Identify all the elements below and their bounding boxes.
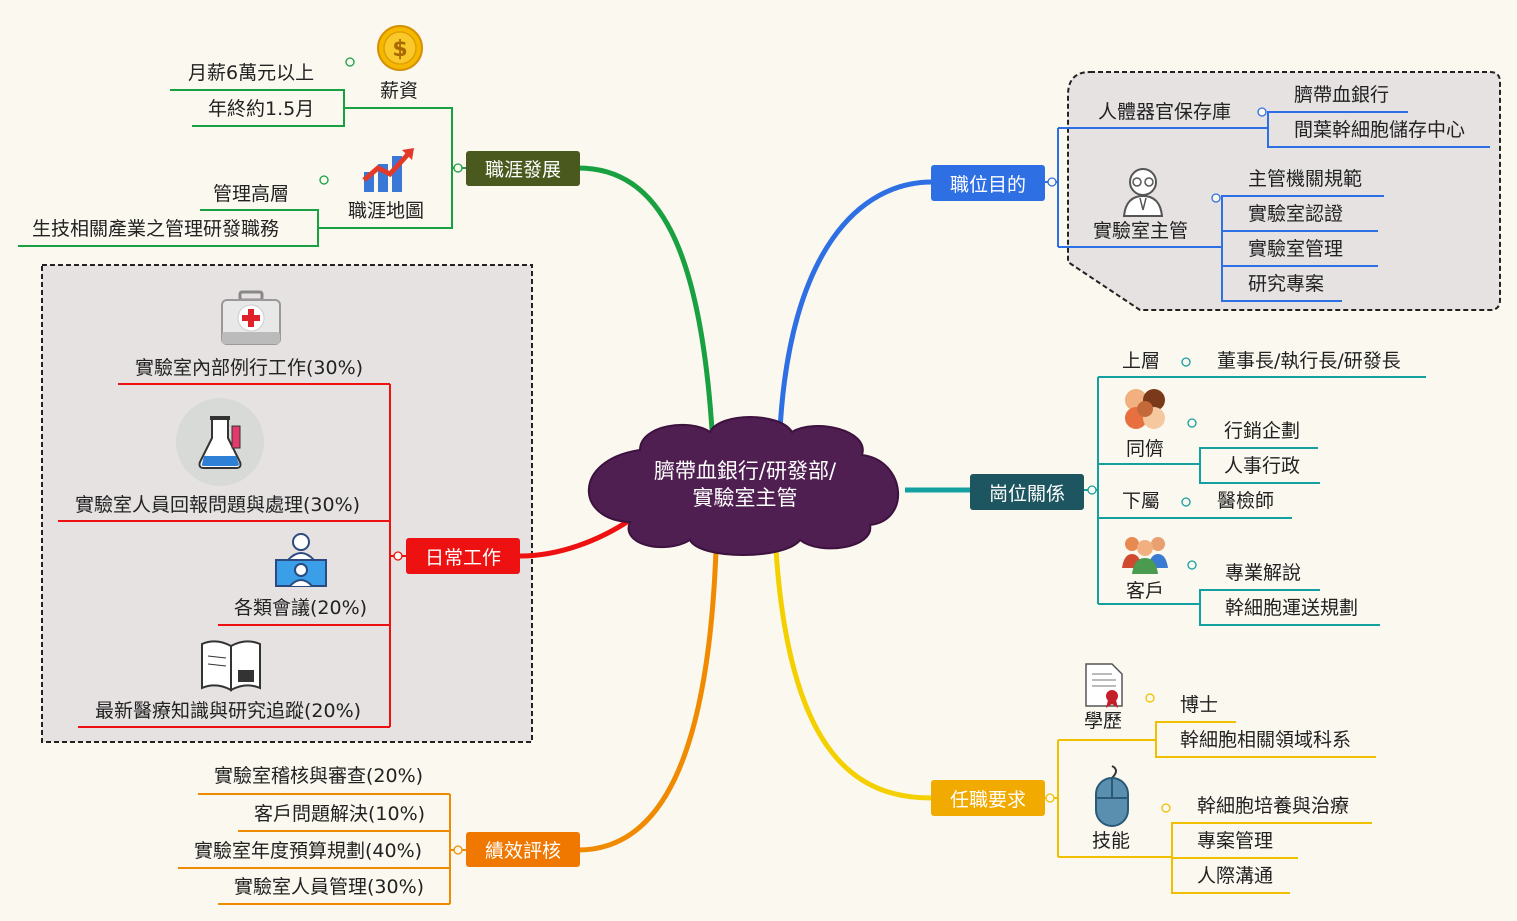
- requirements-skills-item-1[interactable]: 幹細胞培養與治療: [1197, 795, 1350, 817]
- career-salary-item-1[interactable]: 月薪6萬元以上: [188, 62, 315, 84]
- review-item-2[interactable]: 客戶問題解決(10%): [254, 803, 426, 825]
- purpose-manager-item-2[interactable]: 實驗室認證: [1248, 203, 1344, 225]
- gold-coin-icon: $: [376, 24, 424, 76]
- center-topic[interactable]: 臍帶血銀行/研發部/ 實驗室主管: [610, 458, 880, 512]
- relations-peer-item-2[interactable]: 人事行政: [1224, 455, 1301, 477]
- clients-group-icon: [1120, 528, 1170, 580]
- purpose-manager-item-1[interactable]: 主管機關規範: [1248, 168, 1363, 190]
- branch-purpose: [777, 179, 933, 431]
- team-hands-icon: [1120, 386, 1170, 436]
- requirements-education-item-1[interactable]: 博士: [1180, 694, 1219, 716]
- center-line-2: 實驗室主管: [692, 486, 798, 510]
- purpose-organ-item-2[interactable]: 間葉幹細胞儲存中心: [1294, 119, 1466, 141]
- requirements-skills-item-3[interactable]: 人際溝通: [1197, 865, 1274, 887]
- review-item-1[interactable]: 實驗室稽核與審查(20%): [214, 765, 424, 787]
- career-map-item-2[interactable]: 生技相關產業之管理研發職務: [32, 218, 280, 240]
- open-book-icon: [198, 636, 264, 698]
- certificate-icon: [1084, 662, 1124, 712]
- first-aid-kit-icon: [220, 290, 282, 350]
- review-item-3[interactable]: 實驗室年度預算規劃(40%): [194, 840, 423, 862]
- relations-upper-item-1[interactable]: 董事長/執行長/研發長: [1217, 350, 1401, 372]
- requirements-skills-label[interactable]: 技能: [1092, 830, 1131, 852]
- center-line-1: 臍帶血銀行/研發部/: [653, 459, 837, 483]
- relations-peer-label[interactable]: 同儕: [1126, 438, 1165, 460]
- topic-requirements[interactable]: 任職要求: [931, 780, 1045, 816]
- topic-daily[interactable]: 日常工作: [406, 538, 520, 574]
- career-map-label[interactable]: 職涯地圖: [348, 200, 425, 222]
- topic-purpose[interactable]: 職位目的: [931, 165, 1045, 201]
- center-cloud: [587, 416, 900, 556]
- relations-peer-item-1[interactable]: 行銷企劃: [1224, 420, 1301, 442]
- requirements-education-item-2[interactable]: 幹細胞相關領域科系: [1180, 729, 1352, 751]
- relations-client-label[interactable]: 客戶: [1126, 580, 1165, 602]
- lab-flask-icon: [172, 398, 268, 492]
- purpose-manager-label[interactable]: 實驗室主管: [1093, 220, 1189, 242]
- requirements-skills-item-2[interactable]: 專案管理: [1197, 830, 1274, 852]
- purpose-organ-item-1[interactable]: 臍帶血銀行: [1294, 84, 1390, 106]
- growth-chart-icon: [362, 146, 416, 198]
- branch-career: [577, 165, 715, 431]
- review-item-4[interactable]: 實驗室人員管理(30%): [234, 876, 425, 898]
- branch-requirements: [773, 549, 933, 801]
- purpose-group-frame: [1067, 71, 1501, 311]
- relations-lower-item-1[interactable]: 醫檢師: [1217, 490, 1275, 512]
- svg-text:$: $: [392, 37, 407, 62]
- daily-item-2[interactable]: 實驗室人員回報問題與處理(30%): [75, 494, 361, 516]
- topic-relations[interactable]: 崗位關係: [970, 474, 1084, 510]
- topic-career[interactable]: 職涯發展: [466, 151, 580, 186]
- relations-lower-label[interactable]: 下屬: [1122, 490, 1161, 512]
- relations-upper-label[interactable]: 上層: [1122, 350, 1161, 372]
- requirements-education-label[interactable]: 學歷: [1084, 710, 1123, 732]
- mouse-icon: [1092, 764, 1132, 834]
- purpose-manager-item-4[interactable]: 研究專案: [1248, 273, 1325, 295]
- branch-daily: [519, 517, 632, 559]
- career-salary-item-2[interactable]: 年終約1.5月: [208, 98, 315, 120]
- career-salary-label[interactable]: 薪資: [380, 80, 419, 102]
- manager-avatar-icon: [1120, 166, 1166, 222]
- topic-review[interactable]: 績效評核: [466, 832, 580, 867]
- daily-item-4[interactable]: 最新醫療知識與研究追蹤(20%): [95, 700, 362, 722]
- daily-item-3[interactable]: 各類會議(20%): [234, 597, 368, 619]
- meeting-icon: [270, 530, 332, 596]
- daily-item-1[interactable]: 實驗室內部例行工作(30%): [135, 357, 364, 379]
- relations-client-item-1[interactable]: 專業解說: [1225, 562, 1302, 584]
- purpose-organ-label[interactable]: 人體器官保存庫: [1098, 101, 1232, 123]
- career-map-item-1[interactable]: 管理高層: [213, 183, 290, 205]
- branch-review: [577, 549, 719, 853]
- relations-client-item-2[interactable]: 幹細胞運送規劃: [1225, 597, 1359, 619]
- purpose-manager-item-3[interactable]: 實驗室管理: [1248, 238, 1344, 260]
